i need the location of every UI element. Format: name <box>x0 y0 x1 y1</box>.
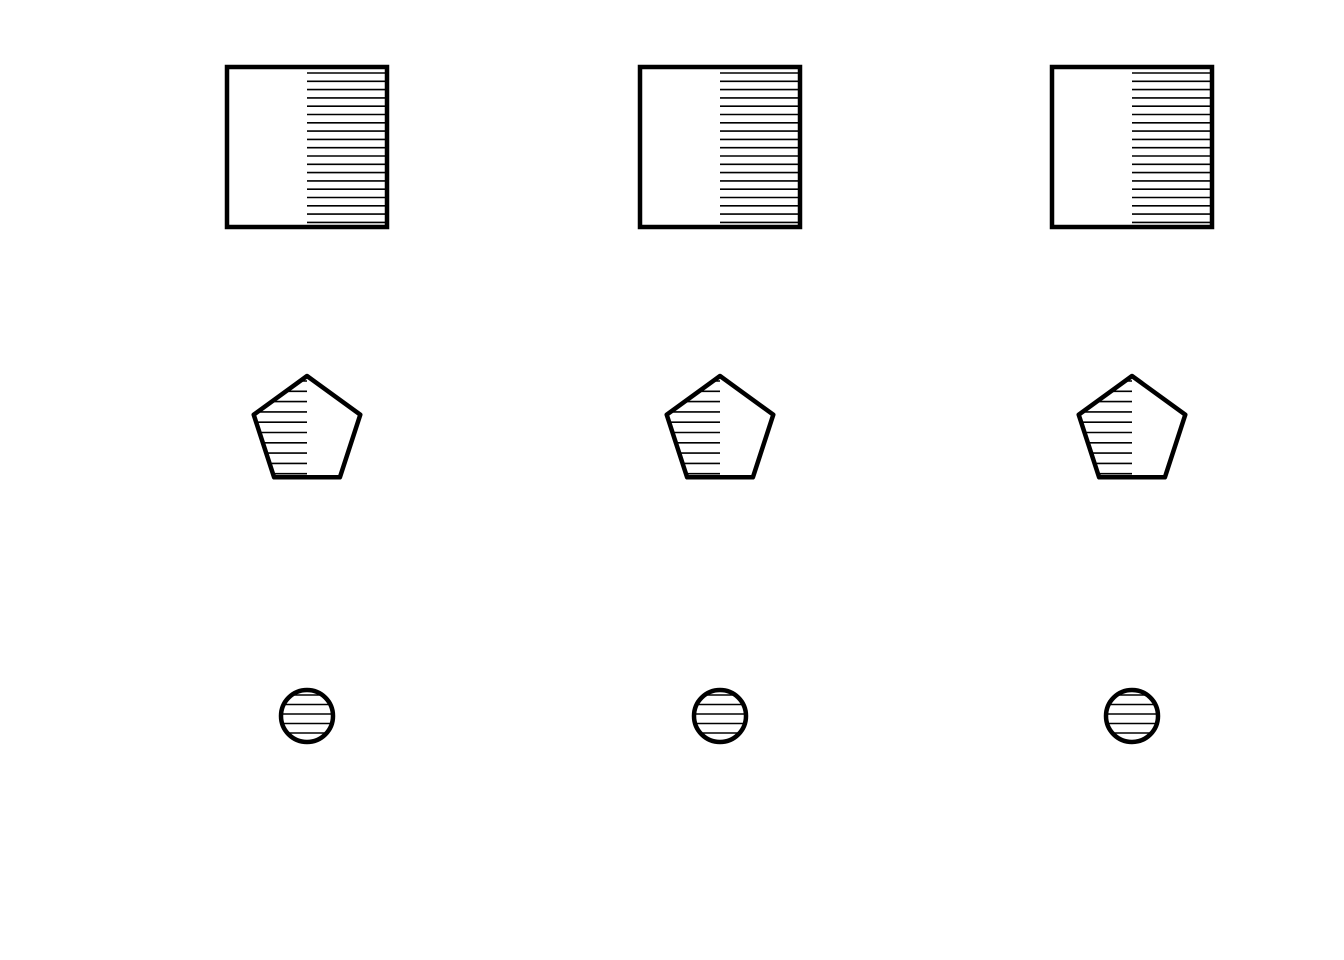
circle-outline <box>278 687 336 745</box>
pentagon-outline <box>664 373 776 480</box>
square-figure <box>224 64 390 230</box>
pentagon-outline <box>1076 373 1188 480</box>
pentagon-figure <box>251 373 363 480</box>
pentagon-figure <box>1076 373 1188 480</box>
square-outline <box>224 64 390 230</box>
hatch-lines <box>1132 72 1212 224</box>
circle-outline <box>691 687 749 745</box>
square-outline <box>637 64 803 230</box>
pentagon-outline <box>251 373 363 480</box>
circle-figure <box>1103 687 1161 745</box>
circle-figure <box>278 687 336 745</box>
shape-grid <box>224 64 1215 745</box>
pentagon-figure <box>664 373 776 480</box>
circle-outline <box>1103 687 1161 745</box>
square-outline <box>1049 64 1215 230</box>
hatch-lines <box>307 72 387 224</box>
square-figure <box>637 64 803 230</box>
circle-figure <box>691 687 749 745</box>
square-figure <box>1049 64 1215 230</box>
hatch-lines <box>720 72 800 224</box>
